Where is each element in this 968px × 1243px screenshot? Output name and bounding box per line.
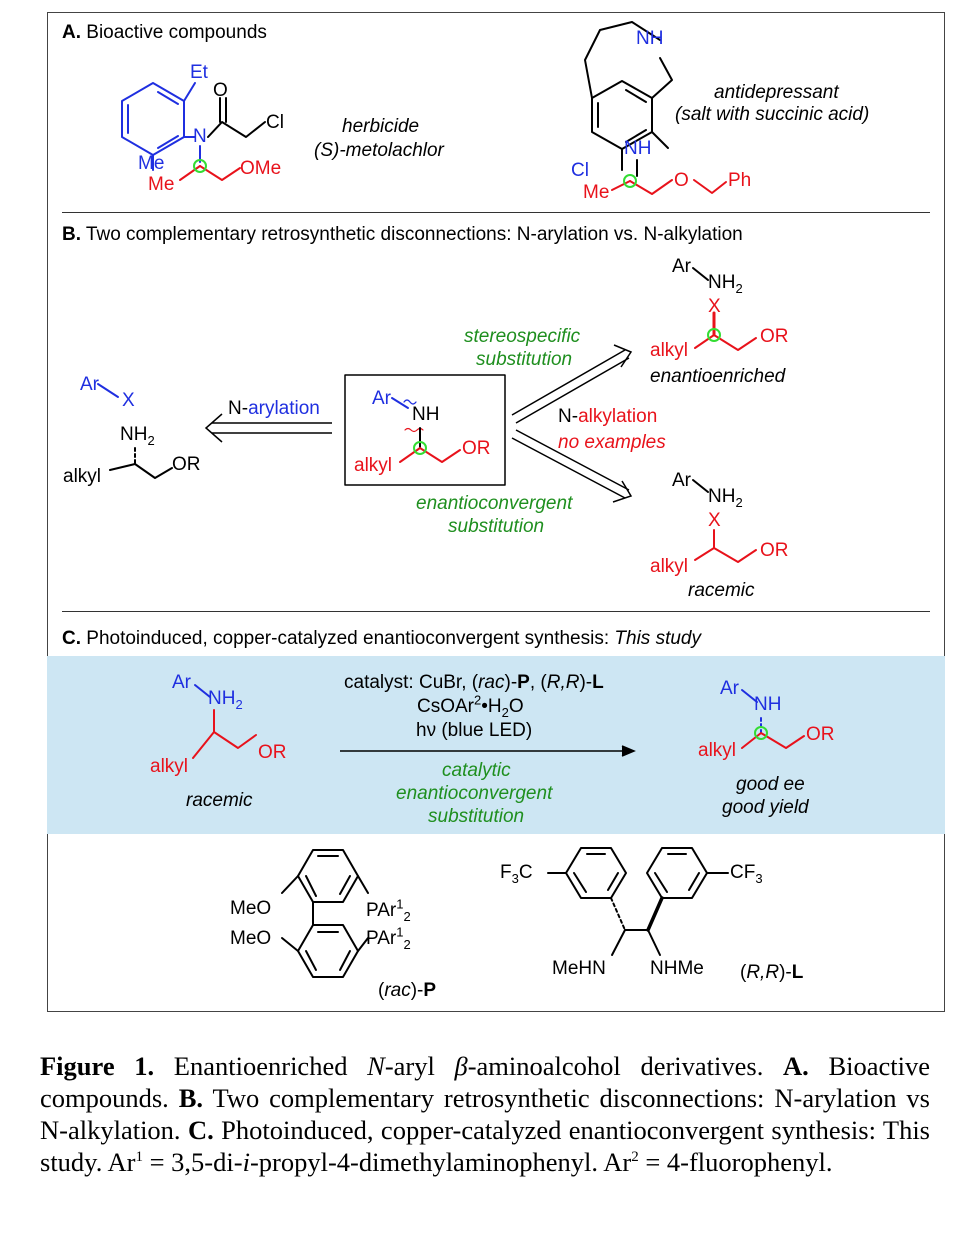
herbicide-label: herbicide [342, 116, 420, 137]
ligand-l-cf3-label: CF3 [730, 862, 763, 886]
ligand-p-name: (rac)-P [378, 980, 437, 1001]
conditions-base-line: CsOAr2•H2O [417, 692, 524, 720]
metolachlor-o-label: O [213, 80, 228, 101]
antidep-ring-nh-label: NH [636, 28, 664, 49]
stereocenter-marker-enantioenriched [707, 328, 721, 342]
b-left-or-label: OR [172, 454, 201, 475]
c-reactant-nh2-label: NH2 [208, 688, 243, 712]
metolachlor-et-label: Et [190, 62, 208, 83]
racemic-label-b: racemic [688, 580, 755, 601]
antidep-ph-label: Ph [728, 170, 752, 191]
ligand-p-par2-label: PAr12 [366, 924, 411, 952]
conditions-light-line: hν (blue LED) [416, 720, 533, 741]
ligand-p-meo2-label: MeO [230, 928, 272, 949]
c-product-ar-label: Ar [720, 678, 739, 699]
n-alkylation-label: N-alkylation [558, 406, 658, 427]
ligand-l-name: (R,R)-L [740, 962, 804, 983]
b-top-or-label: OR [760, 326, 789, 347]
metolachlor-me-chain-label: Me [148, 174, 175, 195]
conditions-catalyst-line: catalyst: CuBr, (rac)-P, (R,R)-L [344, 672, 604, 693]
antidep-o-label: O [674, 170, 689, 191]
b-bottom-ar-label: Ar [672, 470, 691, 491]
no-examples-label: no examples [558, 432, 666, 453]
b-bottom-alkyl-label: alkyl [650, 556, 689, 577]
good-yield-label: good yield [722, 797, 809, 818]
b-bottom-nh2-label: NH2 [708, 486, 743, 510]
b-top-x-label: X [708, 296, 721, 317]
b-center-nh-label: NH [412, 404, 440, 425]
b-top-nh2-label: NH2 [708, 272, 743, 296]
panel-a-heading: A. Bioactive compounds [62, 22, 267, 43]
b-top-alkyl-label: alkyl [650, 340, 689, 361]
ligand-p-meo1-label: MeO [230, 898, 272, 919]
stereocenter-marker-metolachlor [193, 159, 207, 173]
ligand-l-mehn-label: MeHN [552, 958, 606, 979]
c-reactant-ar-label: Ar [172, 672, 191, 693]
b-left-nh2-label: NH2 [120, 424, 155, 448]
b-center-or-label: OR [462, 438, 491, 459]
metolachlor-benzene-ring [121, 82, 185, 156]
stereocenter-marker-product [754, 726, 768, 740]
stereospecific-label-1: stereospecific [464, 326, 581, 347]
panel-c-heading: C. Photoinduced, copper-catalyzed enanti… [62, 628, 701, 649]
ligand-l-f3c-label: F3C [500, 862, 533, 886]
b-center-alkyl-label: alkyl [354, 455, 393, 476]
b-left-ar-label: Ar [80, 374, 99, 395]
c-reactant-or-label: OR [258, 742, 287, 763]
antidepressant-label: antidepressant [714, 82, 839, 103]
b-bottom-or-label: OR [760, 540, 789, 561]
metolachlor-ome-label: OMe [240, 158, 282, 179]
stereocenter-marker-antidepressant [623, 174, 637, 188]
panel-b-heading: B. Two complementary retrosynthetic disc… [62, 224, 743, 245]
metolachlor-cl-label: Cl [266, 112, 284, 133]
metolachlor-me-ring-label: Me [138, 153, 165, 174]
stereocenter-marker-center [413, 441, 427, 455]
c-reactant-alkyl-label: alkyl [150, 756, 189, 777]
ligand-l-left-ring [565, 847, 627, 899]
antidep-nh-label: NH [624, 138, 652, 159]
separator-a-b [62, 212, 930, 213]
enantioconvergent-label-1: enantioconvergent [416, 493, 573, 514]
substitution-c-label: substitution [428, 806, 525, 827]
figure-caption: Figure 1. Enantioenriched N-aryl β-amino… [40, 1051, 931, 1177]
catalytic-label: catalytic [442, 760, 511, 781]
b-top-ar-label: Ar [672, 256, 691, 277]
ligand-l-nhme-label: NHMe [650, 958, 704, 979]
separator-b-c [62, 611, 930, 612]
antidep-me-label: Me [583, 182, 610, 203]
c-product-or-label: OR [806, 724, 835, 745]
c-product-alkyl-label: alkyl [698, 740, 737, 761]
good-ee-label: good ee [736, 774, 805, 795]
metolachlor-name: (S)-metolachlor [314, 140, 444, 161]
antidep-cl-label: Cl [571, 160, 589, 181]
enantioconvergent-label-2: substitution [448, 516, 545, 537]
stereospecific-label-2: substitution [476, 349, 573, 370]
racemic-label-c: racemic [186, 790, 253, 811]
metolachlor-n-label: N [193, 126, 207, 147]
ligand-l-right-ring [646, 847, 708, 899]
b-left-alkyl-label: alkyl [63, 466, 102, 487]
succinic-salt-label: (salt with succinic acid) [675, 104, 870, 125]
b-left-x-label: X [122, 390, 135, 411]
n-arylation-label: N-arylation [228, 398, 320, 419]
b-bottom-x-label: X [708, 510, 721, 531]
ligand-p-par1-label: PAr12 [366, 896, 411, 924]
b-center-ar-label: Ar [372, 388, 391, 409]
enantioenriched-label: enantioenriched [650, 366, 786, 387]
figure-frame [47, 12, 945, 1012]
c-product-nh-label: NH [754, 694, 782, 715]
enantioconvergent-c-label: enantioconvergent [396, 783, 553, 804]
